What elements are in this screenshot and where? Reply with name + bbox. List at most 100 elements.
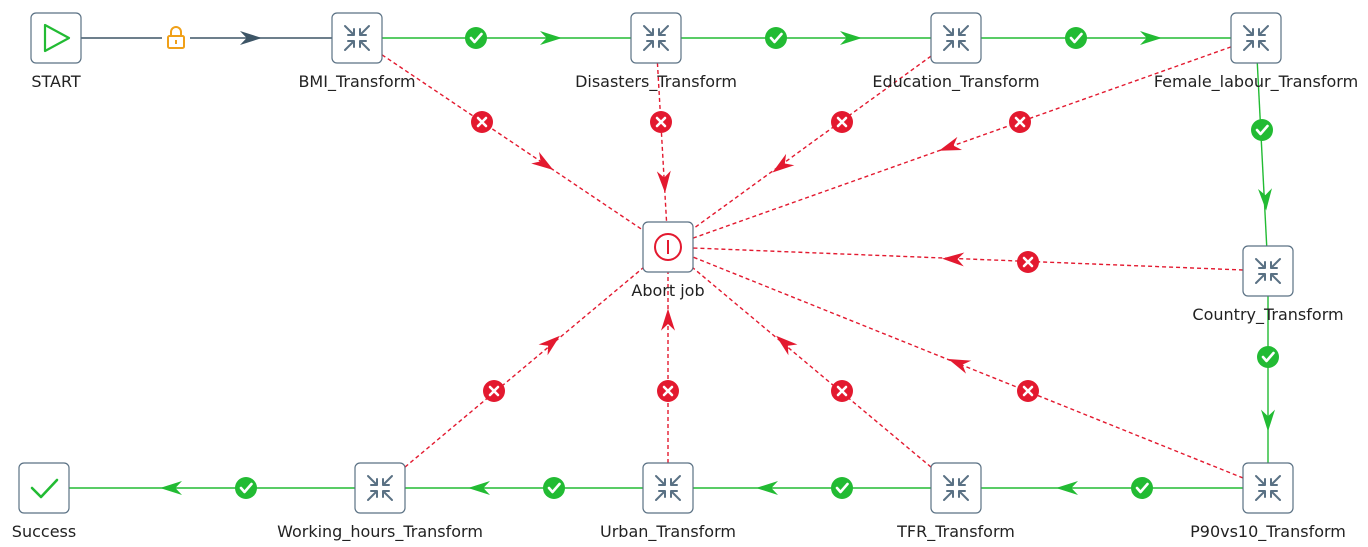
hops-layer [69,31,1275,495]
hop-arrowhead [840,31,862,45]
error-badge-icon [1017,380,1039,402]
hop-disasters-to-education[interactable] [681,31,931,45]
job-entry-label: Abort job [631,281,704,300]
job-entry-box[interactable] [331,12,383,64]
hop-female-to-abort[interactable] [692,46,1232,239]
job-entry-education[interactable]: Education_Transform [872,12,1040,92]
job-entry-abort[interactable]: Abort job [631,221,705,300]
job-entry-start[interactable]: START [30,12,82,91]
transform-icon [943,25,969,51]
job-entry-label: TFR_Transform [896,522,1015,542]
check-badge-icon [1065,27,1087,49]
job-entry-label: Country_Transform [1192,305,1343,325]
job-entry-box[interactable] [354,462,406,514]
job-entry-label: BMI_Transform [298,72,415,92]
error-badge-icon [650,111,672,133]
hop-line[interactable] [692,256,1244,479]
job-entry-label: Working_hours_Transform [277,522,483,542]
hop-disasters-to-abort[interactable] [656,62,671,223]
hop-line[interactable] [692,247,1244,271]
hop-urban-to-working[interactable] [405,481,643,495]
job-entry-box[interactable] [642,462,694,514]
hop-start-to-bmi[interactable] [81,31,332,45]
hop-education-to-abort[interactable] [692,55,932,230]
check-badge-icon [765,27,787,49]
hop-tfr-to-abort[interactable] [692,267,932,468]
transform-icon [1255,475,1281,501]
check-badge-icon [1257,346,1279,368]
job-entry-female[interactable]: Female_labour_Transform [1154,12,1358,92]
job-entry-box[interactable] [30,12,82,64]
hop-arrowhead [942,252,965,267]
lock-icon [162,26,190,52]
hop-urban-to-abort[interactable] [661,272,675,463]
job-entry-box[interactable] [1242,462,1294,514]
hop-working-to-abort[interactable] [404,267,644,468]
error-badge-icon [1017,251,1039,273]
job-entry-urban[interactable]: Urban_Transform [600,462,736,542]
job-entry-label: Education_Transform [872,72,1039,92]
hop-line[interactable] [656,62,668,223]
transform-icon [643,25,669,51]
job-entry-working[interactable]: Working_hours_Transform [277,462,483,542]
error-badge-icon [1009,111,1031,133]
job-entry-box[interactable] [930,462,982,514]
check-badge-icon [1251,119,1273,141]
hop-arrowhead [1140,31,1162,45]
error-badge-icon [483,380,505,402]
hop-working-to-success[interactable] [69,481,355,495]
hop-arrowhead [468,481,490,495]
hop-line[interactable] [692,55,932,230]
job-entry-box[interactable] [1242,245,1294,297]
hop-arrowhead [538,335,560,356]
hop-line[interactable] [381,54,644,231]
hop-arrowhead [948,358,972,374]
job-entry-box[interactable] [18,462,70,514]
hop-country-to-abort[interactable] [692,247,1244,271]
hop-country-to-p90[interactable] [1261,296,1275,463]
job-entry-label: P90vs10_Transform [1190,522,1346,542]
job-entry-box[interactable] [1230,12,1282,64]
check-badge-icon [1131,477,1153,499]
hop-arrowhead [531,151,554,170]
job-entry-bmi[interactable]: BMI_Transform [298,12,416,92]
check-badge-icon [831,477,853,499]
job-entry-label: Disasters_Transform [575,72,737,92]
job-entry-tfr[interactable]: TFR_Transform [896,462,1015,542]
job-entry-box[interactable] [630,12,682,64]
error-badge-icon [831,111,853,133]
hop-p90-to-tfr[interactable] [981,481,1243,495]
abort-icon [654,233,682,261]
error-badge-icon [471,111,493,133]
hop-p90-to-abort[interactable] [692,256,1244,479]
hop-badges-layer [162,26,1279,499]
job-entry-success[interactable]: Success [12,462,76,541]
job-entry-box[interactable] [930,12,982,64]
hop-female-to-country[interactable] [1256,62,1273,247]
check-badge-icon [235,477,257,499]
job-entry-label: START [31,72,81,91]
error-badge-icon [657,380,679,402]
job-entry-label: Success [12,522,76,541]
error-badge-icon [831,380,853,402]
hop-line[interactable] [1256,62,1268,247]
transform-icon [1243,25,1269,51]
job-entry-p90[interactable]: P90vs10_Transform [1190,462,1346,542]
play-icon [43,23,71,53]
job-entry-country[interactable]: Country_Transform [1192,245,1344,325]
hop-arrowhead [661,308,675,331]
hop-arrowhead [1261,409,1275,432]
hop-bmi-to-abort[interactable] [381,54,644,231]
hop-line[interactable] [692,267,932,468]
nodes-layer: START BMI_Transform Disasters_Transform Edu… [12,12,1358,542]
hop-bmi-to-disasters[interactable] [382,31,631,45]
hop-education-to-female[interactable] [981,31,1231,45]
hop-arrowhead [1056,481,1078,495]
hop-tfr-to-urban[interactable] [693,481,931,495]
hop-line[interactable] [404,267,644,468]
transform-icon [1255,258,1281,284]
job-entry-disasters[interactable]: Disasters_Transform [575,12,737,92]
checkmark-icon [30,478,59,499]
job-entry-label: Urban_Transform [600,522,736,542]
